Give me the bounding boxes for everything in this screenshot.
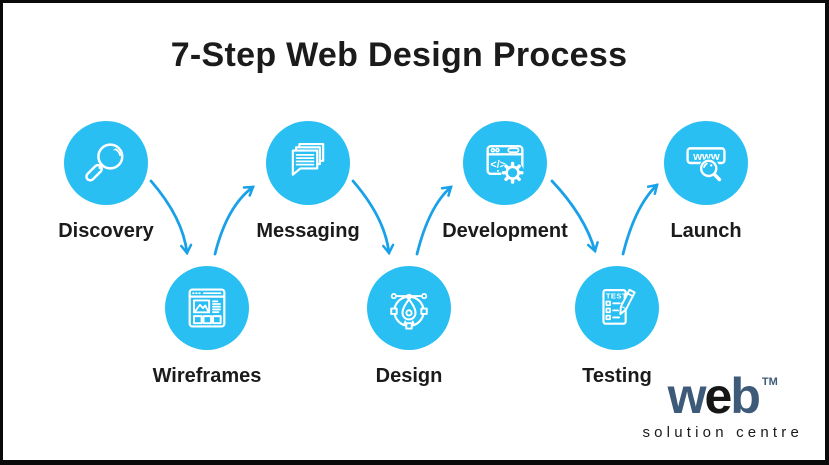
step-label-wireframes: Wireframes bbox=[152, 365, 262, 387]
code-glyph: </> bbox=[490, 159, 506, 171]
test-header-text: TEST bbox=[606, 291, 627, 300]
step-circle-testing: TEST bbox=[575, 266, 659, 350]
step-wireframes: Wireframes bbox=[153, 266, 261, 387]
chat-bubbles-icon bbox=[291, 142, 325, 176]
step-launch: www Launch bbox=[664, 121, 748, 242]
step-discovery: Discovery bbox=[58, 121, 154, 242]
step-circle-wireframes bbox=[165, 266, 249, 350]
step-design: Design bbox=[367, 266, 451, 387]
step-circle-design bbox=[367, 266, 451, 350]
trademark-symbol: TM bbox=[761, 376, 778, 388]
logo-letter-b: b bbox=[730, 368, 761, 424]
step-circle-discovery bbox=[64, 121, 148, 205]
logo-letter-w: w bbox=[667, 368, 707, 424]
page-title: 7-Step Web Design Process bbox=[170, 36, 628, 74]
step-circle-development: </> bbox=[463, 121, 547, 205]
magnifier-icon bbox=[85, 143, 124, 182]
step-label-design: Design bbox=[375, 365, 443, 387]
step-development: </> Development bbox=[442, 121, 568, 242]
logo-letter-e: e bbox=[704, 368, 733, 424]
step-testing: TEST Testing bbox=[575, 266, 659, 387]
test-checklist-icon: TEST bbox=[602, 288, 636, 325]
logo-tagline: solution centre bbox=[642, 424, 803, 441]
step-label-testing: Testing bbox=[582, 365, 652, 387]
step-label-messaging: Messaging bbox=[256, 220, 360, 242]
step-label-development: Development bbox=[442, 220, 568, 242]
step-circle-messaging bbox=[266, 121, 350, 205]
pen-tool-icon bbox=[390, 293, 428, 330]
wireframe-browser-icon bbox=[188, 288, 226, 328]
step-label-discovery: Discovery bbox=[58, 220, 154, 242]
code-gear-icon: </> bbox=[486, 145, 525, 185]
www-search-icon: www bbox=[686, 147, 726, 182]
step-label-launch: Launch bbox=[670, 220, 742, 242]
step-circle-launch: www bbox=[664, 121, 748, 205]
step-messaging: Messaging bbox=[256, 121, 360, 242]
